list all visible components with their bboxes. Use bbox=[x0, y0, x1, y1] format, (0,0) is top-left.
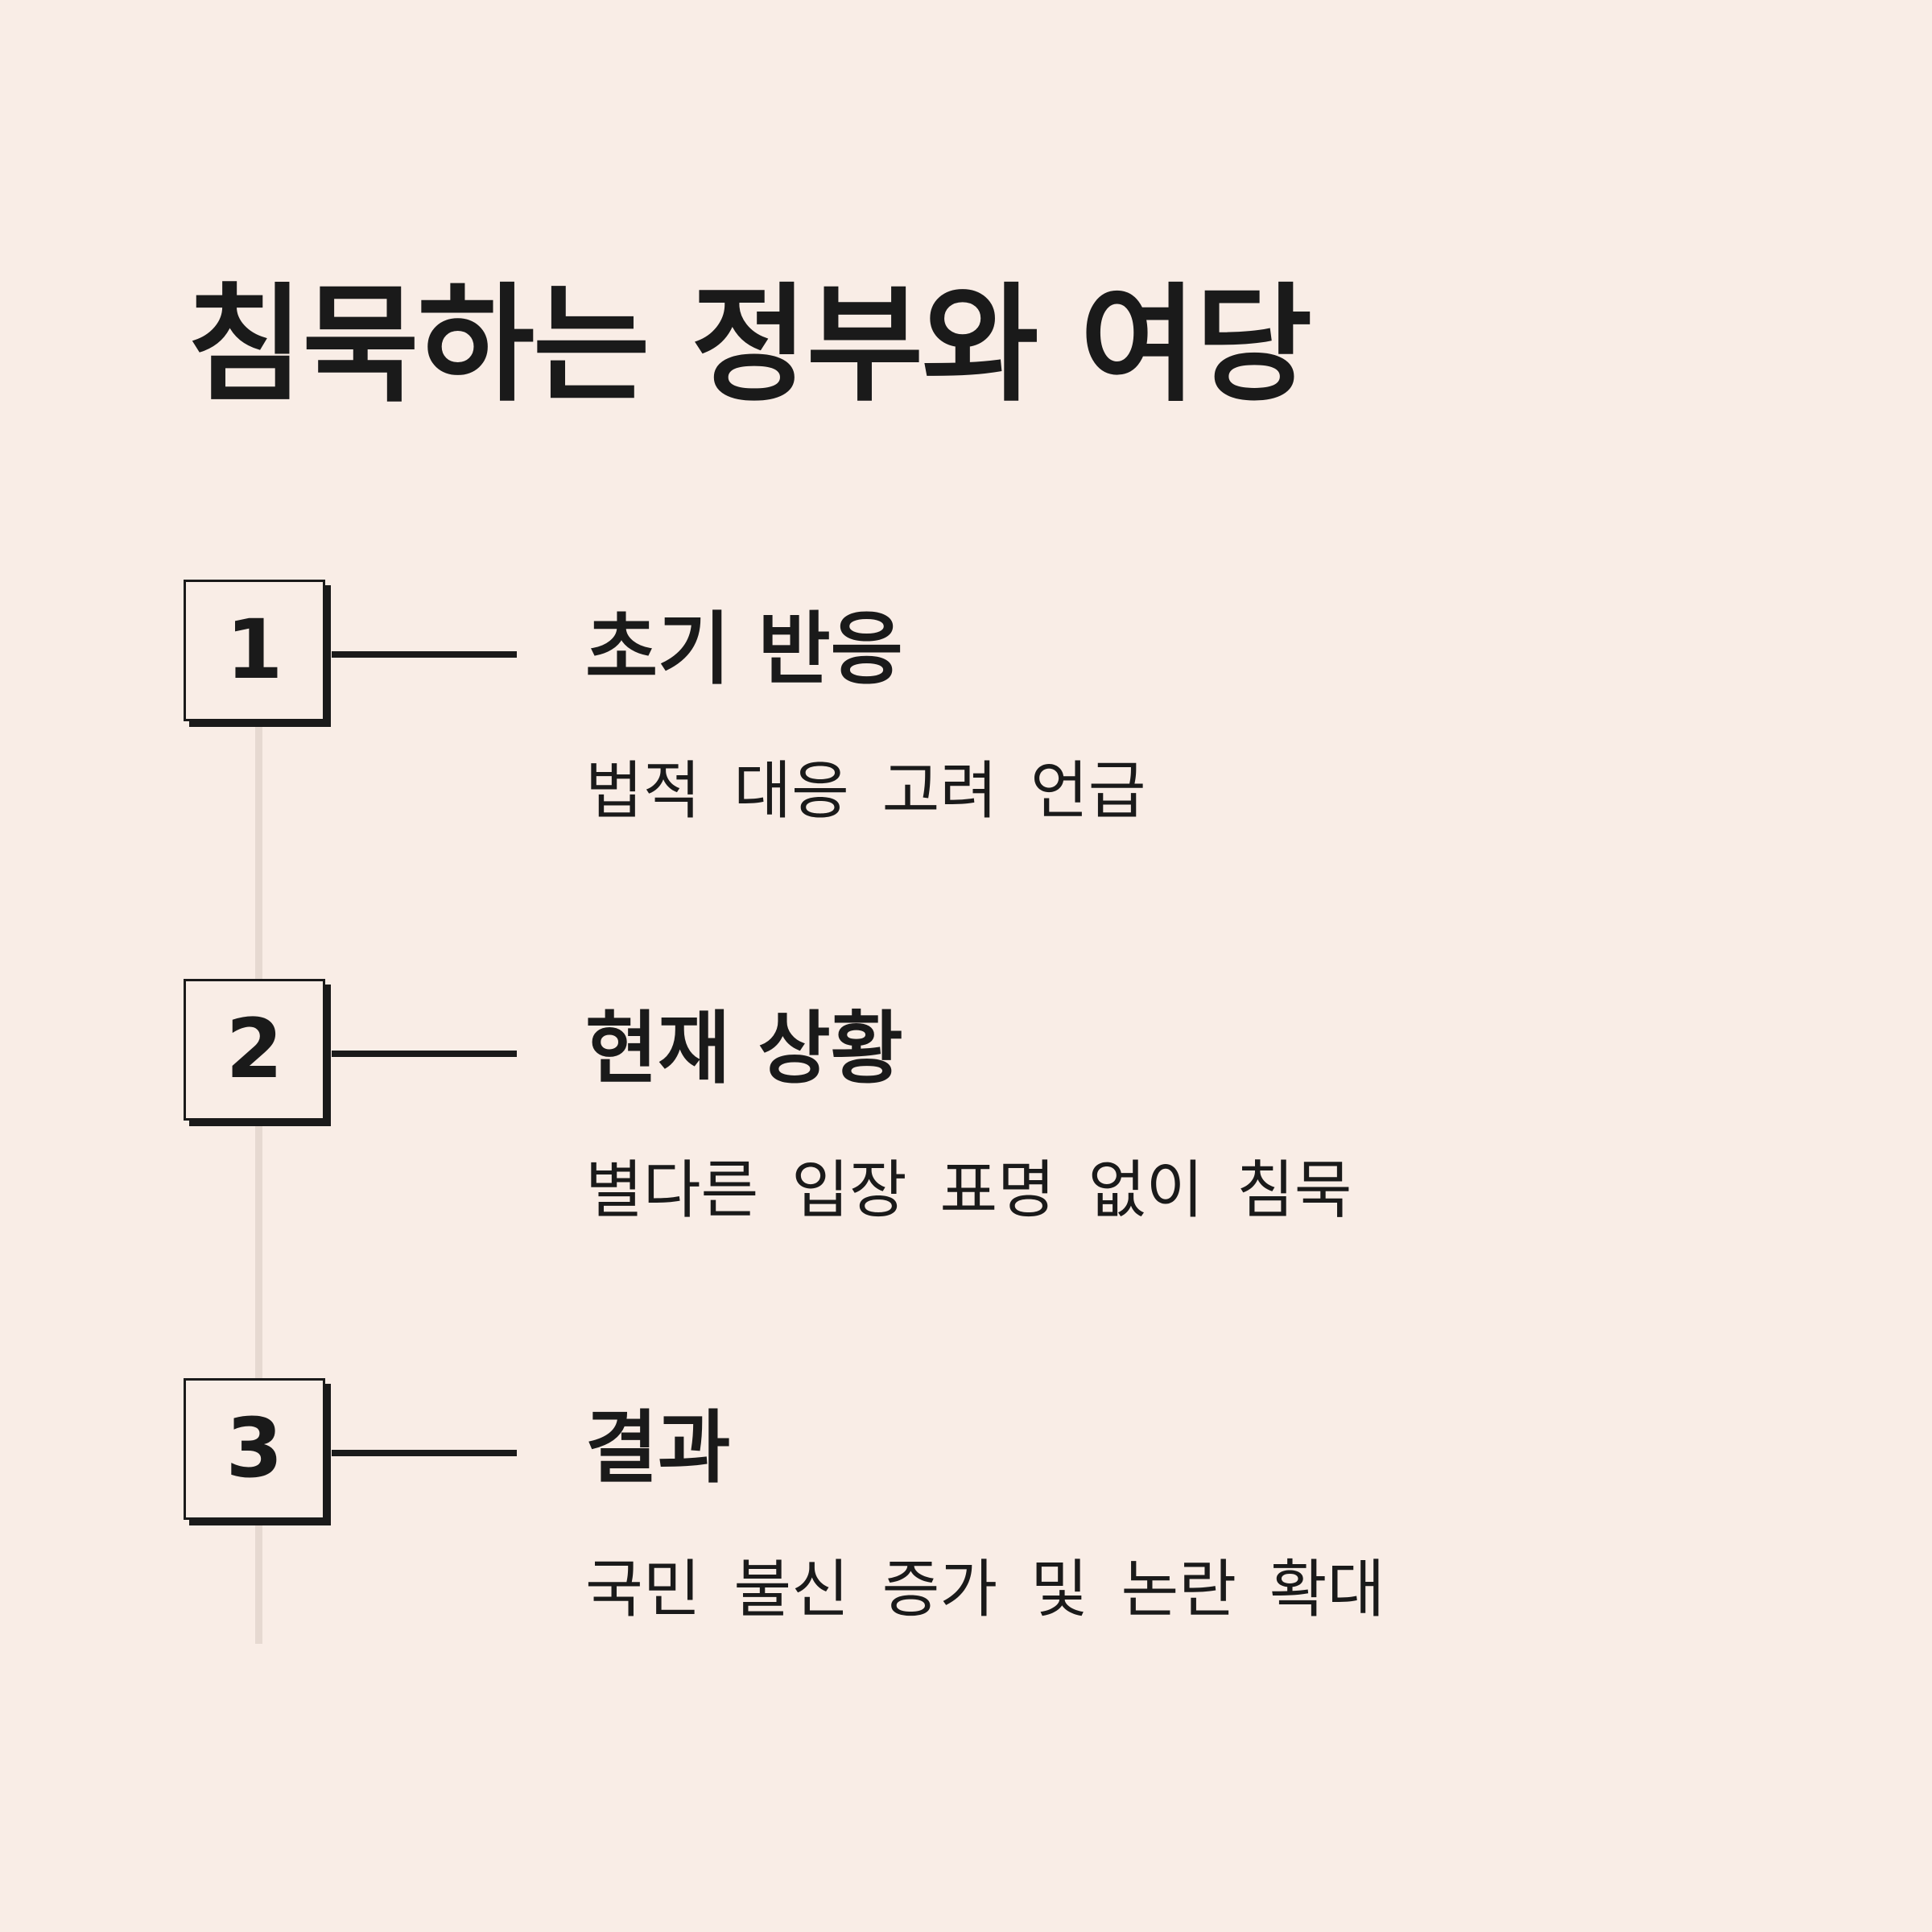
step-description: 국민 불신 증가 및 논란 확대 bbox=[585, 1554, 1385, 1626]
step-description: 별다른 입장 표명 없이 침묵 bbox=[585, 1154, 1352, 1227]
step-number-badge: 2 bbox=[184, 979, 325, 1121]
timeline-spine bbox=[255, 724, 262, 1644]
step-title: 현재 상황 bbox=[585, 1003, 903, 1095]
step-title: 결과 bbox=[585, 1402, 731, 1494]
step-number: 2 bbox=[225, 1001, 283, 1097]
step-number-badge: 1 bbox=[184, 580, 325, 721]
step-title: 초기 반응 bbox=[585, 604, 903, 696]
step-number-badge: 3 bbox=[184, 1378, 325, 1520]
timeline-step-2: 2 현재 상황 별다른 입장 표명 없이 침묵 bbox=[0, 979, 1932, 1269]
step-number: 3 bbox=[225, 1401, 283, 1496]
step-connector-line bbox=[332, 1450, 517, 1456]
step-description: 법적 대응 고려 언급 bbox=[585, 755, 1146, 828]
timeline-step-3: 3 결과 국민 불신 증가 및 논란 확대 bbox=[0, 1378, 1932, 1668]
step-connector-line bbox=[332, 1051, 517, 1057]
step-connector-line bbox=[332, 651, 517, 658]
page-title: 침묵하는 정부와 여당 bbox=[187, 271, 1312, 419]
timeline-step-1: 1 초기 반응 법적 대응 고려 언급 bbox=[0, 580, 1932, 869]
step-number: 1 bbox=[225, 602, 283, 698]
